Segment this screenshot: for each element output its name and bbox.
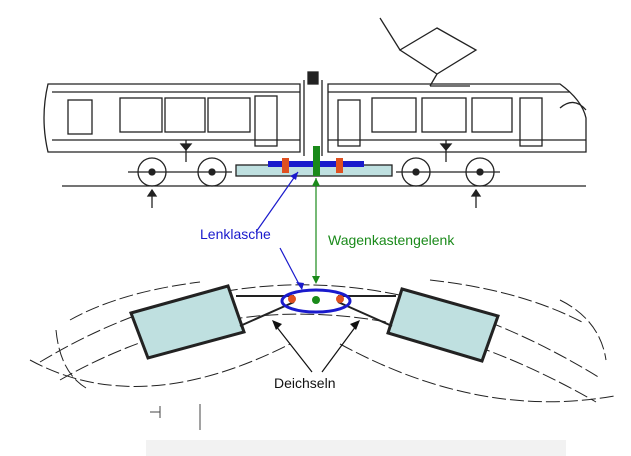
right-car-plan — [386, 287, 500, 363]
tram-side-view — [43, 17, 587, 208]
bogie-pivot-markers — [146, 140, 482, 208]
bottom-bar — [146, 440, 566, 456]
pantograph — [379, 17, 478, 87]
left-drawbar-pivot — [288, 295, 296, 303]
right-drawbar-pivot — [336, 295, 344, 303]
wheels — [137, 157, 495, 187]
left-car-body — [43, 83, 301, 153]
body-joint-pivot — [312, 296, 320, 304]
side-view-joint-detail — [268, 146, 364, 176]
body-joint-label: Wagenkastengelenk — [328, 232, 455, 248]
curve-outlines — [29, 279, 615, 403]
scan-marks — [150, 404, 201, 430]
right-car-body — [327, 83, 587, 153]
steering-link-label: Lenklasche — [200, 226, 271, 242]
articulation-bellows — [303, 71, 323, 156]
steering-link-plan — [280, 288, 352, 314]
leader-arrows — [255, 171, 360, 373]
drawbars-label: Deichseln — [274, 375, 336, 391]
plan-view — [29, 279, 615, 403]
left-car-plan — [129, 284, 246, 360]
